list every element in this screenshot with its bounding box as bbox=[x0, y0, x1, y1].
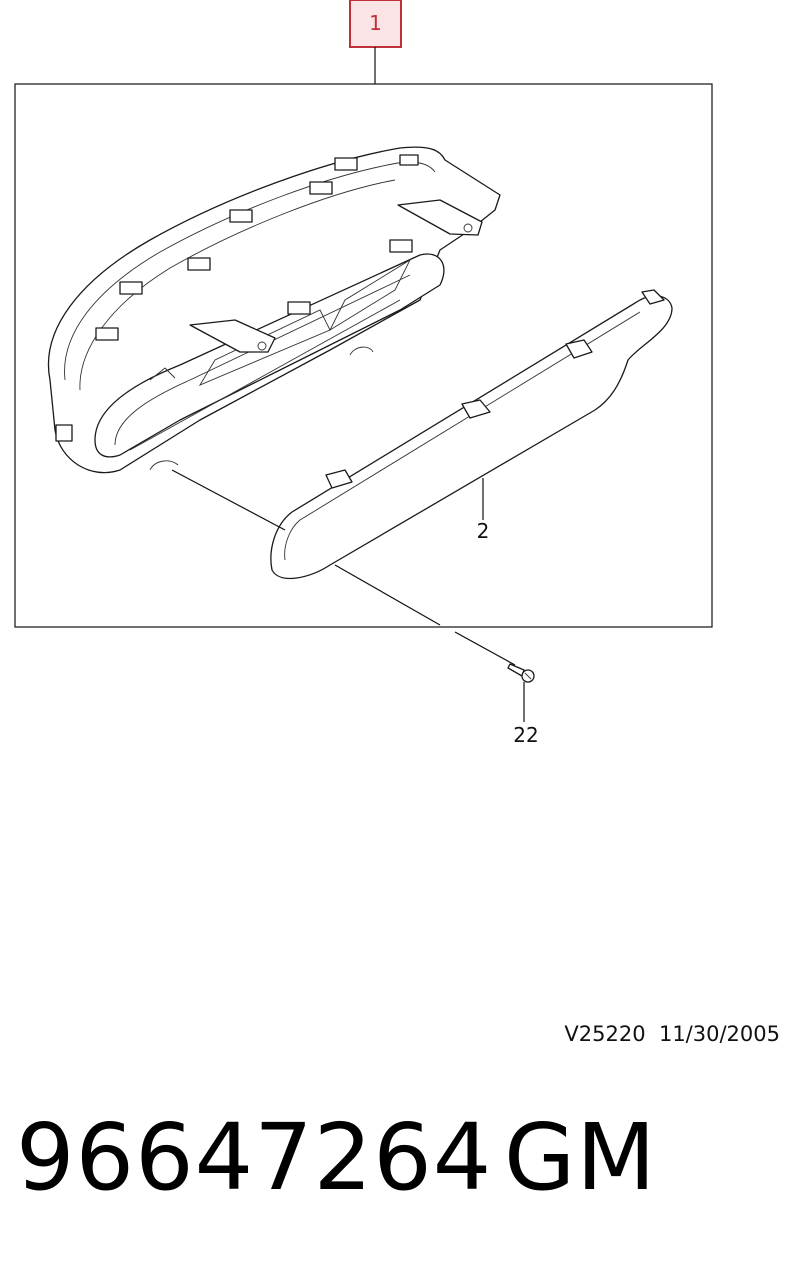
callout-22-label[interactable]: 22 bbox=[513, 723, 538, 747]
bezel-trim-strip bbox=[270, 289, 673, 580]
callout-1[interactable]: 1 bbox=[349, 0, 402, 48]
callout-2-label[interactable]: 2 bbox=[477, 519, 490, 543]
callout-1-box bbox=[349, 0, 402, 48]
reference-code: V25220 bbox=[564, 1022, 646, 1046]
reference-line: V25220 11/30/2005 bbox=[540, 1022, 780, 1046]
instrument-cluster-housing bbox=[47, 146, 501, 474]
part-number: 96647264 bbox=[16, 1104, 493, 1211]
screw-icon bbox=[507, 663, 535, 683]
leader-to-screw-lower bbox=[454, 631, 516, 666]
leader-to-screw-upper bbox=[334, 564, 441, 626]
callout-1-label: 1 bbox=[369, 11, 382, 35]
leader-to-bezel bbox=[171, 469, 286, 531]
reference-date: 11/30/2005 bbox=[658, 1022, 780, 1046]
brand-name: GM bbox=[504, 1104, 657, 1211]
assembly-frame bbox=[14, 83, 713, 628]
